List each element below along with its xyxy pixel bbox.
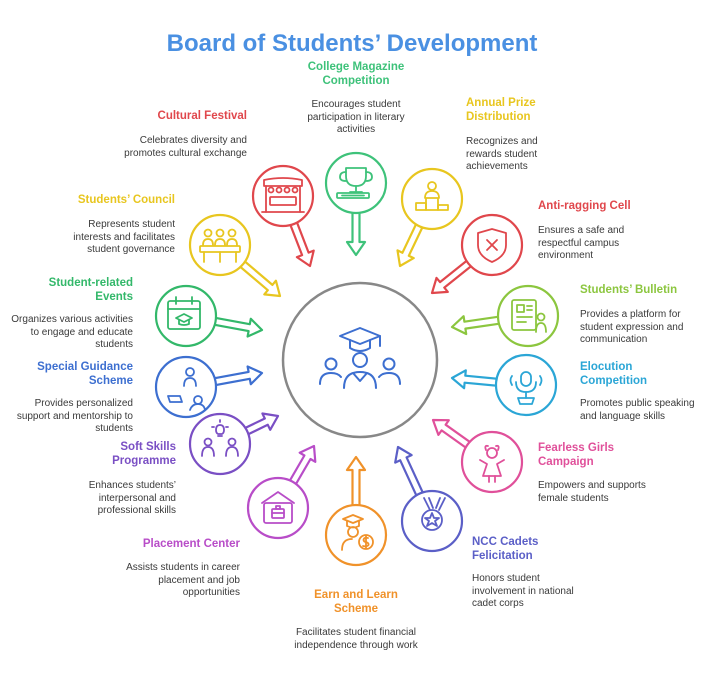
- circle-students-bulletin: [496, 284, 560, 348]
- stage-icon: [261, 177, 305, 213]
- medal-icon: [421, 497, 446, 531]
- desc-college-magazine: Encourages student participation in lite…: [307, 99, 405, 135]
- people-idea-icon: [201, 419, 239, 457]
- shield-icon: [477, 228, 507, 263]
- mentor-icon: [167, 367, 206, 411]
- bulletin-icon: [511, 299, 547, 333]
- desc-students-bulletin: Provides a platform for student expressi…: [580, 309, 684, 345]
- trophy-icon: [336, 167, 373, 199]
- title-elocution: Elocution Competition: [580, 361, 648, 387]
- circle-earn-learn: [324, 503, 388, 567]
- title-cultural-festival: Cultural Festival: [157, 110, 247, 122]
- desc-cultural-festival: Celebrates diversity and promotes cultur…: [124, 135, 247, 159]
- briefcase-icon: [261, 491, 295, 524]
- desc-anti-ragging: Ensures a safe and respectful campus env…: [538, 225, 625, 261]
- circle-cultural-festival: [251, 164, 315, 228]
- title-soft-skills: Soft Skills Programme: [112, 441, 176, 467]
- circle-special-guidance: [154, 355, 218, 419]
- desc-earn-learn: Facilitates student financial independen…: [294, 627, 418, 651]
- circle-fearless-girls: [460, 430, 524, 494]
- title-students-bulletin: Students’ Bulletin: [580, 284, 678, 296]
- desc-students-council: Represents student interests and facilit…: [73, 219, 175, 255]
- desc-student-events: Organizes various activities to engage a…: [11, 314, 133, 350]
- title-student-events: Student-related Events: [48, 277, 133, 303]
- desc-ncc-cadets: Honors student involvement in national c…: [472, 573, 574, 609]
- podium-icon: [415, 181, 449, 211]
- circle-ncc-cadets: [400, 489, 464, 553]
- circle-annual-prize: [400, 167, 464, 231]
- title-special-guidance: Special Guidance Scheme: [37, 361, 133, 387]
- circle-college-magazine: [324, 151, 388, 215]
- title-college-magazine: College Magazine Competition: [307, 61, 405, 87]
- desc-soft-skills: Enhances students’ interpersonal and pro…: [88, 480, 176, 516]
- title-placement: Placement Center: [142, 538, 240, 550]
- icons-layer: [167, 167, 547, 551]
- title-annual-prize: Annual Prize Distribution: [466, 97, 536, 123]
- desc-annual-prize: Recognizes and rewards student achieveme…: [466, 136, 538, 172]
- girl-icon: [479, 444, 505, 483]
- title-students-council: Students’ Council: [77, 194, 175, 206]
- circle-soft-skills: [188, 412, 252, 476]
- desc-elocution: Promotes public speaking and language sk…: [580, 398, 695, 422]
- council-icon: [199, 228, 241, 263]
- title-anti-ragging: Anti-ragging Cell: [538, 200, 631, 212]
- title-ncc-cadets: NCC Cadets Felicitation: [472, 536, 539, 562]
- microphone-icon: [509, 371, 543, 405]
- circle-students-council: [188, 213, 252, 277]
- circle-placement: [246, 476, 310, 540]
- hub-circle: [281, 281, 439, 439]
- desc-fearless-girls: Empowers and supports female students: [538, 480, 646, 504]
- title-earn-learn: Earn and Learn Scheme: [314, 589, 398, 615]
- calendar-icon: [167, 296, 201, 330]
- desc-special-guidance: Provides personalized support and mentor…: [16, 398, 133, 434]
- page-title: Board of Students’ Development: [166, 30, 538, 57]
- desc-placement: Assists students in career placement and…: [126, 562, 240, 598]
- graduate-dollar-icon: [341, 514, 374, 551]
- title-fearless-girls: Fearless Girls Campaign: [538, 442, 615, 468]
- graduates-icon: [319, 327, 401, 389]
- circle-elocution: [494, 353, 558, 417]
